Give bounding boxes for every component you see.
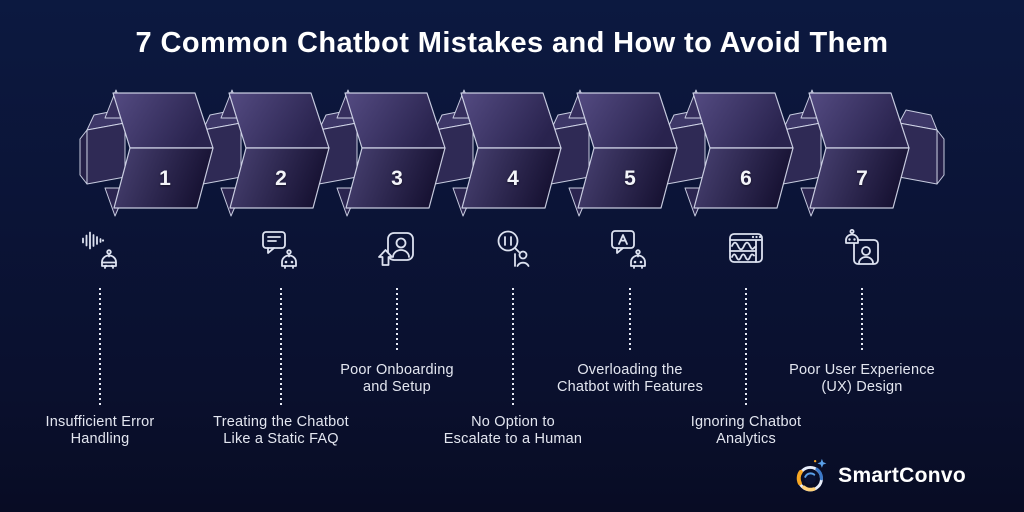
step-number: 5	[624, 167, 636, 190]
dotted-connector	[99, 288, 101, 406]
dotted-connector	[861, 288, 863, 350]
dotted-connector	[629, 288, 631, 350]
logo-text: SmartConvo	[838, 464, 966, 487]
smartconvo-logo: SmartConvo	[794, 456, 966, 496]
dotted-connector	[512, 288, 514, 406]
onboarding-icon	[297, 222, 497, 274]
dotted-connector	[280, 288, 282, 406]
chat-faq-icon	[181, 222, 381, 274]
ux-design-icon	[762, 222, 962, 274]
page-title: 7 Common Chatbot Mistakes and How to Avo…	[135, 27, 889, 59]
escalate-human-icon	[413, 222, 613, 274]
overload-features-icon	[530, 222, 730, 274]
step-number: 4	[507, 167, 519, 190]
smartconvo-logo-icon	[796, 458, 827, 492]
analytics-icon	[646, 222, 846, 274]
step-number: 3	[391, 167, 403, 190]
step-number: 6	[740, 167, 752, 190]
step-number: 7	[856, 167, 868, 190]
step-number: 1	[159, 167, 171, 190]
step-item-6: Poor User Experience(UX) Design	[762, 222, 962, 396]
error-handling-icon	[0, 222, 200, 274]
step-number: 2	[275, 167, 287, 190]
step-label: Poor User Experience(UX) Design	[789, 362, 935, 395]
dotted-connector	[745, 288, 747, 406]
dotted-connector	[396, 288, 398, 350]
